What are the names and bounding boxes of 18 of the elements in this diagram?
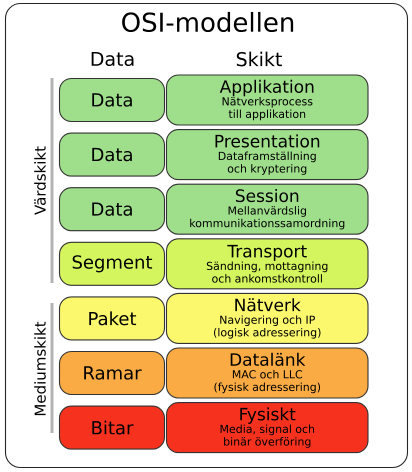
layer-box: Nätverk Navigering och IP (logisk adressering) (166, 292, 369, 344)
layer-box: Session Mellanvärdslig kommunikationssamordning (166, 184, 369, 235)
layer-box: Transport Sändning, mottagning och ankomstkontroll (166, 238, 369, 290)
layer-box: Datalänk MAC och LLC (fysisk adressering) (166, 347, 369, 399)
data-unit-box: Data (58, 78, 166, 122)
data-unit-box: Ramar (58, 350, 166, 396)
data-unit-box: Segment (58, 242, 166, 286)
data-unit-box: Bitar (58, 406, 166, 450)
column-heading: Data (92, 52, 134, 66)
data-unit-box: Data (58, 187, 166, 232)
data-unit-box: Data (58, 132, 166, 177)
title: OSI-modellen (122, 12, 294, 32)
side-label: Värdskikt (34, 146, 46, 215)
side-label: Mediumskikt (34, 322, 46, 416)
layer-box: Presentation Dataframställning och kryptering (166, 129, 369, 180)
data-unit-box: Paket (58, 296, 166, 340)
layer-box: Applikation Nätverksprocess till applikation (166, 74, 369, 126)
layer-box: Fysiskt Media, signal och binär överföring (166, 402, 369, 454)
